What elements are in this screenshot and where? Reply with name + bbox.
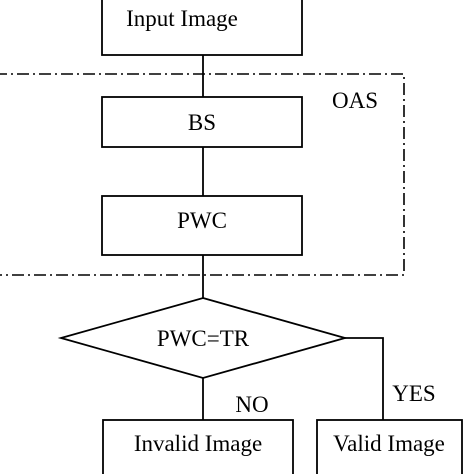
pwc-label: PWC bbox=[177, 208, 227, 233]
bs-label: BS bbox=[188, 110, 216, 135]
connector-decision-yes bbox=[345, 337, 384, 420]
no-edge-label: NO bbox=[235, 392, 268, 417]
bs-box bbox=[101, 96, 303, 148]
yes-edge-label: YES bbox=[392, 381, 435, 406]
oas-group-label: OAS bbox=[332, 88, 378, 113]
invalid-image-box bbox=[102, 419, 294, 474]
input-image-box bbox=[101, 0, 303, 56]
valid-image-label: Valid Image bbox=[333, 431, 445, 456]
invalid-image-label: Invalid Image bbox=[134, 431, 262, 456]
decision-label: PWC=TR bbox=[157, 326, 250, 351]
pwc-box bbox=[101, 195, 303, 256]
input-image-label: Input Image bbox=[126, 6, 238, 31]
oas-group-border bbox=[0, 73, 405, 276]
valid-image-box bbox=[316, 419, 463, 474]
decision-diamond bbox=[57, 297, 349, 379]
